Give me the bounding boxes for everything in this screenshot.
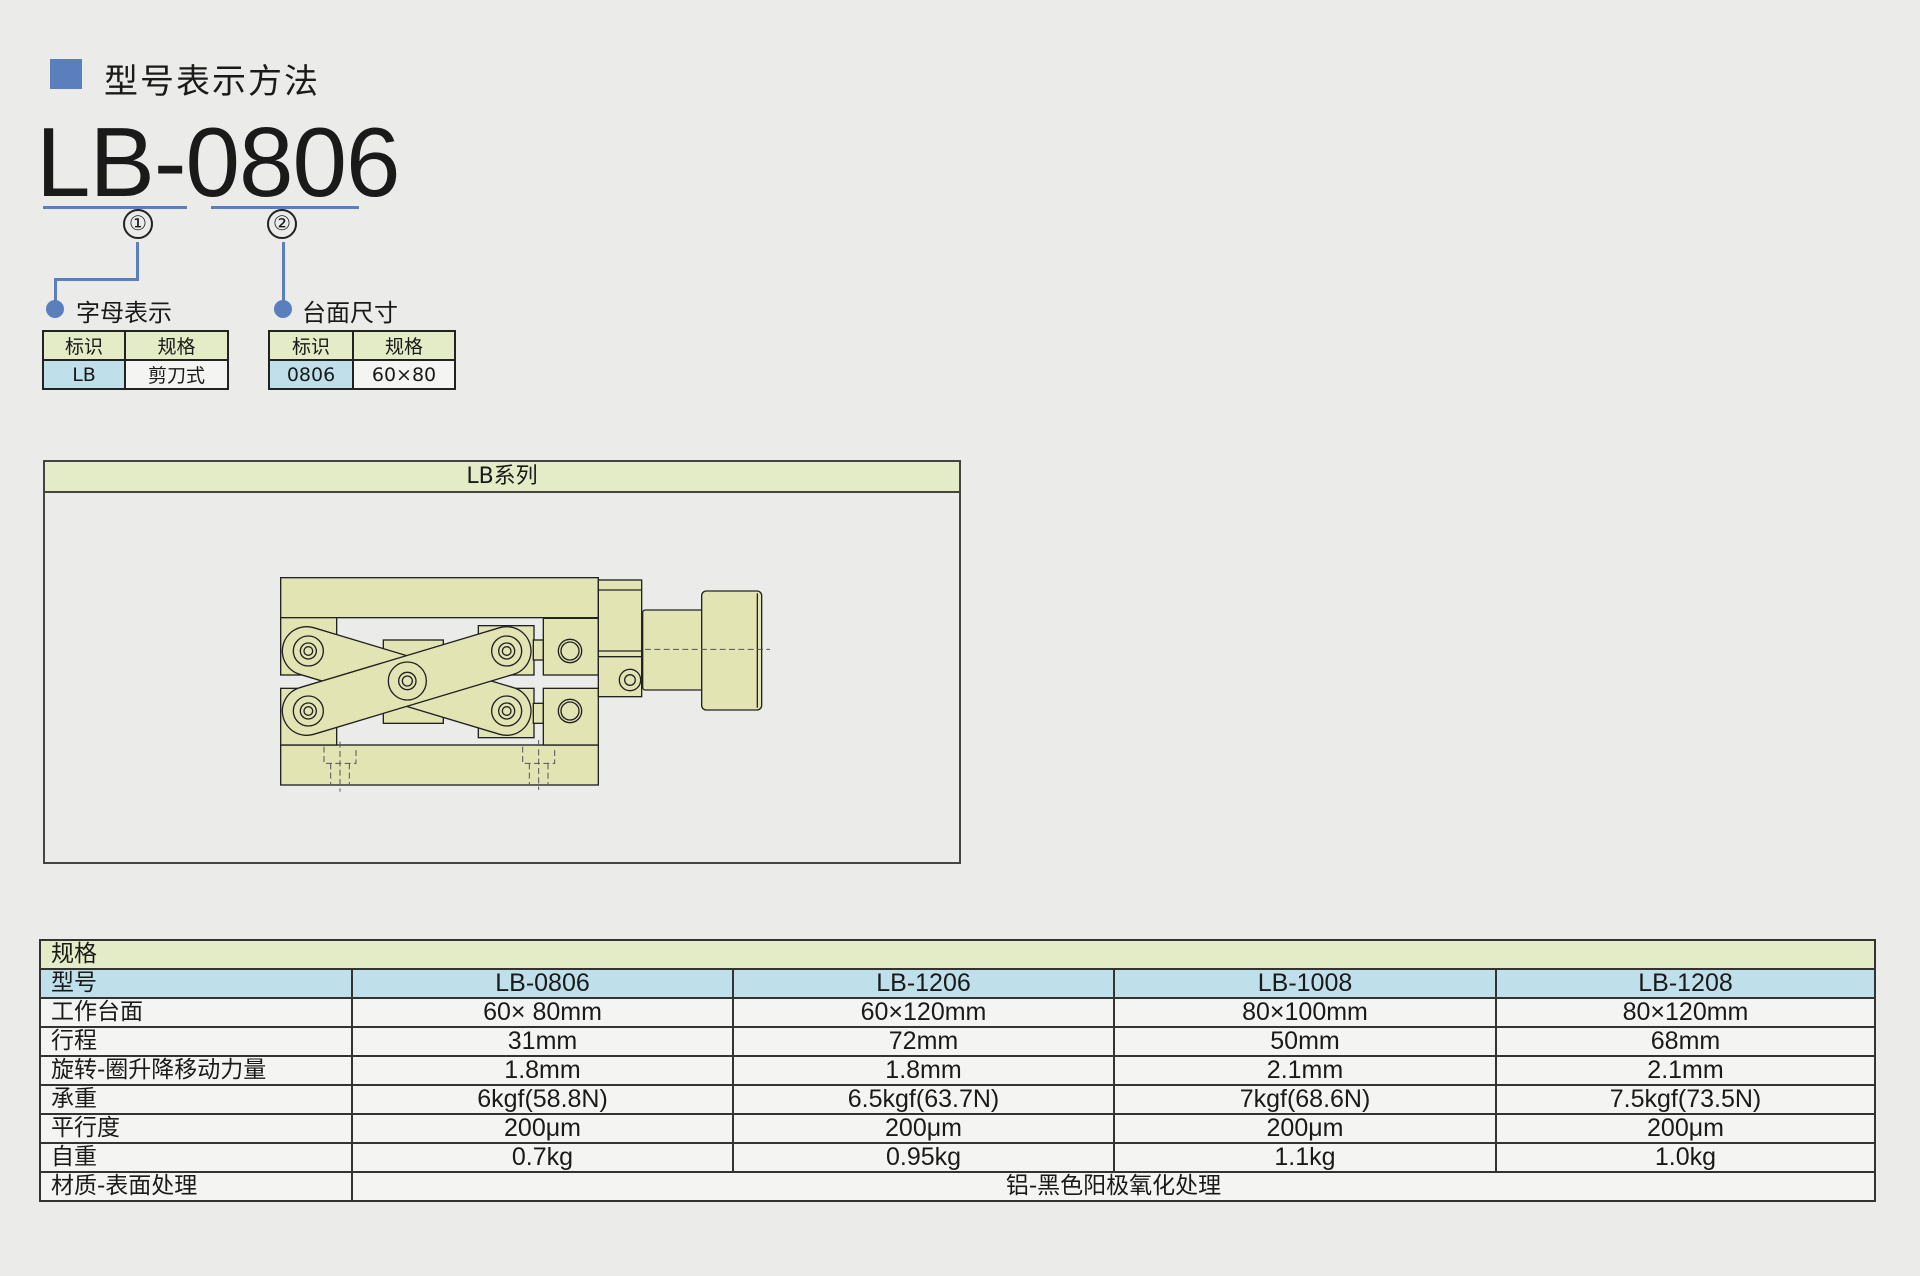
pivot-bolts [292,635,523,727]
part1-label: 字母表示 [76,299,172,327]
value-cell: 1.0kg [1495,1142,1876,1173]
value-cell: 2.1mm [1495,1055,1876,1086]
underline-part1 [43,206,187,209]
model-header: 型号 [39,968,353,999]
value-cell: 200μm [732,1113,1115,1144]
drive-shaft [642,609,705,691]
spec-table: 规格 型号 LB-0806 LB-1206 LB-1008 LB-1208 工作… [39,939,1876,1202]
section-title: 型号表示方法 [104,62,320,102]
value-cell: 1.1kg [1113,1142,1497,1173]
value-cell: 200μm [351,1113,734,1144]
value-cell: 80×120mm [1495,997,1876,1028]
value-cell: 80×100mm [1113,997,1497,1028]
value-cell: 0.7kg [351,1142,734,1173]
model-cell: LB-1208 [1495,968,1876,999]
connector-line [136,242,139,281]
part2-label: 台面尺寸 [302,299,398,327]
section-marker-icon [50,59,82,89]
material-value: 铝-黑色阳极氧化处理 [351,1171,1876,1202]
value-cell: 60×120mm [732,997,1115,1028]
marker-2: ② [267,209,297,239]
header-cell: 标识 [268,330,354,361]
row-label: 自重 [39,1142,353,1173]
value-cell: 7.5kgf(73.5N) [1495,1084,1876,1115]
scissor-lift-drawing [280,577,770,792]
model-code: LB-0806 [36,107,401,217]
value-cell: 6.5kgf(63.7N) [732,1084,1115,1115]
spec-cell: 60×80 [352,359,456,390]
base-plate [280,744,599,786]
value-cell: 0.95kg [732,1142,1115,1173]
row-label: 旋转-圈升降移动力量 [39,1055,353,1086]
adjust-knob [701,590,763,711]
value-cell: 60× 80mm [351,997,734,1028]
value-cell: 68mm [1495,1026,1876,1057]
value-cell: 72mm [732,1026,1115,1057]
connector-line [54,278,139,281]
row-label: 行程 [39,1026,353,1057]
value-cell: 7kgf(68.6N) [1113,1084,1497,1115]
bullet-dot-icon [274,300,292,318]
marker-1: ① [123,209,153,239]
spec-title: 规格 [39,939,1876,970]
row-label: 承重 [39,1084,353,1115]
header-cell: 规格 [124,330,229,361]
header-cell: 标识 [42,330,126,361]
connector-line [54,278,57,306]
value-cell: 31mm [351,1026,734,1057]
row-label: 材质-表面处理 [39,1171,353,1202]
bullet-dot-icon [46,300,64,318]
connector-line [282,242,285,306]
spec-cell: 剪刀式 [124,359,229,390]
value-cell: 2.1mm [1113,1055,1497,1086]
model-cell: LB-0806 [351,968,734,999]
value-cell: 50mm [1113,1026,1497,1057]
code-cell: 0806 [268,359,354,390]
code-cell: LB [42,359,126,390]
row-label: 平行度 [39,1113,353,1144]
value-cell: 1.8mm [732,1055,1115,1086]
model-cell: LB-1008 [1113,968,1497,999]
table-row: 材质-表面处理铝-黑色阳极氧化处理 [39,1171,1876,1202]
value-cell: 200μm [1113,1113,1497,1144]
top-plate [280,577,599,619]
drawing-title: LB系列 [45,462,959,493]
value-cell: 6kgf(58.8N) [351,1084,734,1115]
row-label: 工作台面 [39,997,353,1028]
value-cell: 200μm [1495,1113,1876,1144]
header-cell: 规格 [352,330,456,361]
value-cell: 1.8mm [351,1055,734,1086]
underline-part2 [211,206,359,209]
model-cell: LB-1206 [732,968,1115,999]
